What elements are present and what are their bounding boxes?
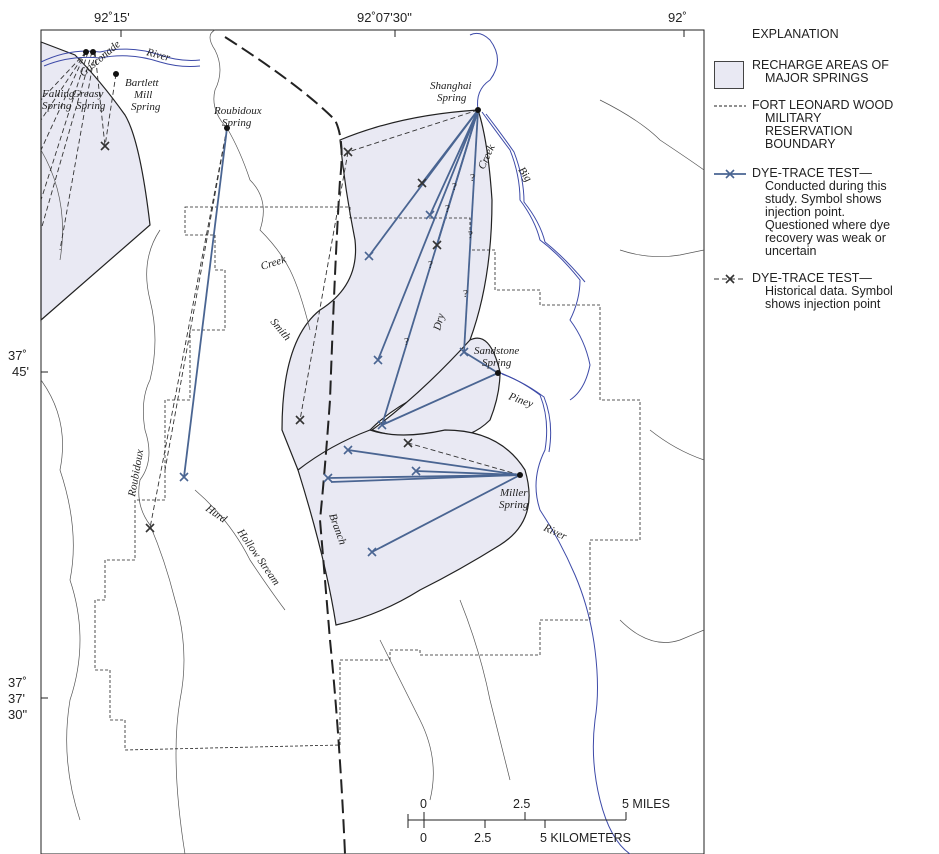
legend-dye-trace-study: DYE-TRACE TEST— Conducted during this st… [712,167,937,258]
smith-label: Smith [268,316,294,343]
dry-label: Dry [431,312,447,333]
recharge-areas [40,41,530,626]
longitude-label-3: 92˚ [668,10,687,25]
dye-trace-historical-symbol [714,274,746,284]
recharge-swatch [714,61,744,89]
miller-spring-label-2: Spring [499,499,529,511]
svg-text:?: ? [470,172,475,184]
legend-recharge: RECHARGE AREAS OF MAJOR SPRINGS [712,59,937,89]
bartlett-spring-label-2: Mill [133,89,152,101]
study-injection-points [179,210,469,557]
sandstone-spring-label-1: Sandstone [474,345,519,357]
svg-text:?: ? [428,259,433,271]
falling-spring-label: Falling [41,88,75,100]
sandstone-spring-label-2: Spring [482,357,512,369]
svg-text:?: ? [404,336,409,348]
drainage [40,29,705,854]
scale-miles-2-5: 2.5 [513,797,530,811]
scale-km-0: 0 [420,831,427,845]
hurd-label: Hurd [202,502,229,526]
longitude-label-2: 92˚07'30" [357,10,412,25]
scale-bar: 0 2.5 5 MILES 0 2.5 5 KILOMETERS [407,797,670,845]
river-label-piney: River [541,521,569,543]
recharge-area-miller [297,429,530,626]
scale-km-2-5: 2.5 [474,831,491,845]
roubidoux-spring-label-1: Roubidoux [213,105,262,117]
bartlett-spring-label-1: Bartlett [125,77,160,89]
study-dye-traces [183,109,521,553]
shanghai-spring-label-2: Spring [437,92,467,104]
greasy-spring-label-2: Spring [76,100,106,112]
scale-miles-5: 5 MILES [622,797,670,811]
roubidoux-label: Roubidoux [126,448,146,498]
hollow-stream-label: Hollow Stream [234,526,282,588]
latitude-label-2-sec: 30" [8,707,27,722]
svg-text:?: ? [468,229,473,241]
map-frame [40,29,705,854]
scale-miles-0: 0 [420,797,427,811]
historical-injection-points [100,141,442,533]
legend: EXPLANATION RECHARGE AREAS OF MAJOR SPRI… [712,28,937,325]
latitude-label-2-min: 37' [8,691,25,706]
scale-km-5: 5 KILOMETERS [540,831,631,845]
latitude-label-1-deg: 37˚ [8,348,27,363]
piney-label: Piney [506,390,535,410]
latitude-label-2-deg: 37˚ [8,675,27,690]
greasy-spring-label: Greasy [72,88,103,100]
historical-dye-traces [40,51,521,529]
svg-text:?: ? [463,288,468,300]
recharge-area-west [40,41,151,322]
svg-text:?: ? [452,181,457,193]
coordinate-ticks [41,30,685,699]
falling-spring-label-2: Spring [42,100,72,112]
boundary-symbol [714,105,746,107]
legend-dye-trace-historical: DYE-TRACE TEST— Historical data. Symbol … [712,272,937,311]
spring-points [83,49,523,478]
creek-label-smith: Creek [259,253,288,273]
longitude-label-1: 92˚15' [94,10,130,25]
dye-trace-study-symbol [714,169,746,179]
uncertain-markers: ? ? ? ? ? ? ? [404,172,475,348]
shanghai-spring-label-1: Shanghai [430,80,472,92]
divide-line [224,36,346,854]
svg-text:?: ? [445,203,450,215]
bartlett-spring-label-3: Spring [131,101,161,113]
roubidoux-spring-label-2: Spring [222,117,252,129]
streams [40,32,631,854]
legend-title: EXPLANATION [752,27,839,41]
military-reservation-boundary [94,206,641,751]
latitude-label-1-min: 45' [12,364,29,379]
miller-spring-label-1: Miller [499,487,528,499]
legend-boundary: FORT LEONARD WOOD MILITARY RESERVATION B… [712,99,937,151]
